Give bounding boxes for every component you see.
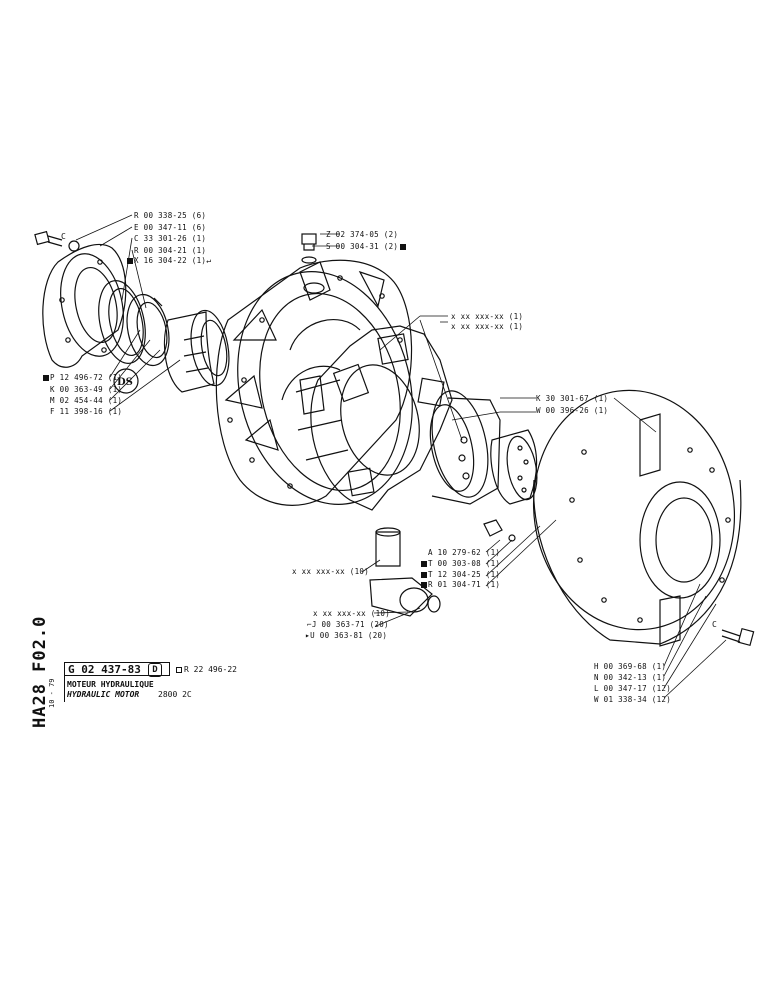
drawing-number: G 02 437-83 xyxy=(64,662,170,676)
part-label: C 33 301-26 (1) xyxy=(134,234,207,243)
part-label: x xx xxx-xx (1) xyxy=(451,322,524,331)
marker-square xyxy=(400,243,407,250)
part-label: T 12 304-25 (1) xyxy=(421,570,500,579)
part-label-text: T 12 304-25 (1) xyxy=(428,570,501,579)
title-english: HYDRAULIC MOTOR xyxy=(67,690,140,699)
main-housing xyxy=(215,259,413,506)
pistons xyxy=(369,527,441,617)
part-label: T 00 303-08 (1) xyxy=(421,559,500,568)
model-number: 2800 2C xyxy=(158,690,192,699)
part-label: K 30 301-67 (1) xyxy=(536,394,609,403)
part-label: A 10 279-62 (1) xyxy=(428,548,501,557)
part-label-text: J 00 363-71 (20) xyxy=(311,620,389,629)
marker-square xyxy=(43,374,49,381)
part-label-text: U 00 363-81 (20) xyxy=(310,631,388,640)
part-label: L 00 347-17 (12) xyxy=(594,684,672,693)
part-label: ▸U 00 363-81 (20) xyxy=(305,631,387,640)
part-label: N 00 342-13 (1) xyxy=(594,673,667,682)
marker-square xyxy=(421,560,427,567)
part-label-text: R 01 304-71 (1) xyxy=(428,580,501,589)
part-label-text: X 16 304-22 (1) xyxy=(134,256,207,265)
part-label: x xx xxx-xx (10) xyxy=(292,567,370,576)
marker-square xyxy=(421,571,427,578)
part-label: R 00 338-25 (6) xyxy=(134,211,207,220)
fitting xyxy=(483,519,516,542)
part-label: M 02 454-44 (1) xyxy=(50,396,123,405)
right-bolt xyxy=(721,627,755,647)
part-label: ⌐J 00 363-71 (20) xyxy=(307,620,389,629)
title-block: G 02 437-83 D R 22 496-22 MOTEUR HYDRAUL… xyxy=(64,662,244,702)
arrow-icon: ↵ xyxy=(206,256,212,265)
left-end-cover xyxy=(42,243,127,368)
part-label: R 00 304-21 (1) xyxy=(134,246,207,255)
rotor-cam xyxy=(295,325,453,511)
part-label: X 16 304-22 (1)↵ xyxy=(127,256,211,265)
part-label: Z 02 374-05 (2) xyxy=(326,230,399,239)
part-label: W 00 396-26 (1) xyxy=(536,406,609,415)
part-label: F 11 398-16 (1) xyxy=(50,407,123,416)
part-label: W 01 338-34 (12) xyxy=(594,695,672,704)
part-label: P 12 496-72 (1) xyxy=(43,373,122,382)
marker-square-open xyxy=(176,666,182,673)
cover-bolt xyxy=(34,230,80,252)
date-code: 10 - 79 xyxy=(46,668,60,708)
marker-square xyxy=(127,257,133,264)
part-label-text: T 00 303-08 (1) xyxy=(428,559,501,568)
bracket-mark: ⌐ xyxy=(307,620,312,629)
title-frame xyxy=(64,676,65,702)
date-code-text: 10 - 79 xyxy=(48,678,56,708)
stamp-text: DS xyxy=(117,377,133,388)
part-label: x xx xxx-xx (1) xyxy=(451,312,524,321)
part-label: x xx xxx-xx (10) xyxy=(313,609,391,618)
reference-text: R 22 496-22 xyxy=(184,665,237,674)
part-label-text: P 12 496-72 (1) xyxy=(50,373,123,382)
top-plug xyxy=(301,233,317,264)
part-label: K 00 363-49 (1) xyxy=(50,385,123,394)
marker-square xyxy=(421,581,427,588)
part-label: R 01 304-71 (1) xyxy=(421,580,500,589)
callout-letter-c-right: C xyxy=(712,620,718,629)
left-bearing xyxy=(163,309,230,393)
part-label: H 00 369-68 (1) xyxy=(594,662,667,671)
part-label-text: S 00 304-31 (2) xyxy=(326,242,399,251)
revision-badge: D xyxy=(148,663,162,677)
callout-letter-c: C xyxy=(61,232,67,241)
part-label: S 00 304-31 (2) xyxy=(326,242,407,251)
arrow-icon: ▸ xyxy=(305,631,311,640)
part-label: E 00 347-11 (6) xyxy=(134,223,207,232)
cylinder-block xyxy=(429,390,501,505)
leader-lines xyxy=(75,214,727,699)
reference-number: R 22 496-22 xyxy=(176,665,237,674)
title-french: MOTEUR HYDRAULIQUE xyxy=(67,680,154,689)
right-end-cover xyxy=(532,389,742,647)
valve-distributor xyxy=(490,429,538,505)
